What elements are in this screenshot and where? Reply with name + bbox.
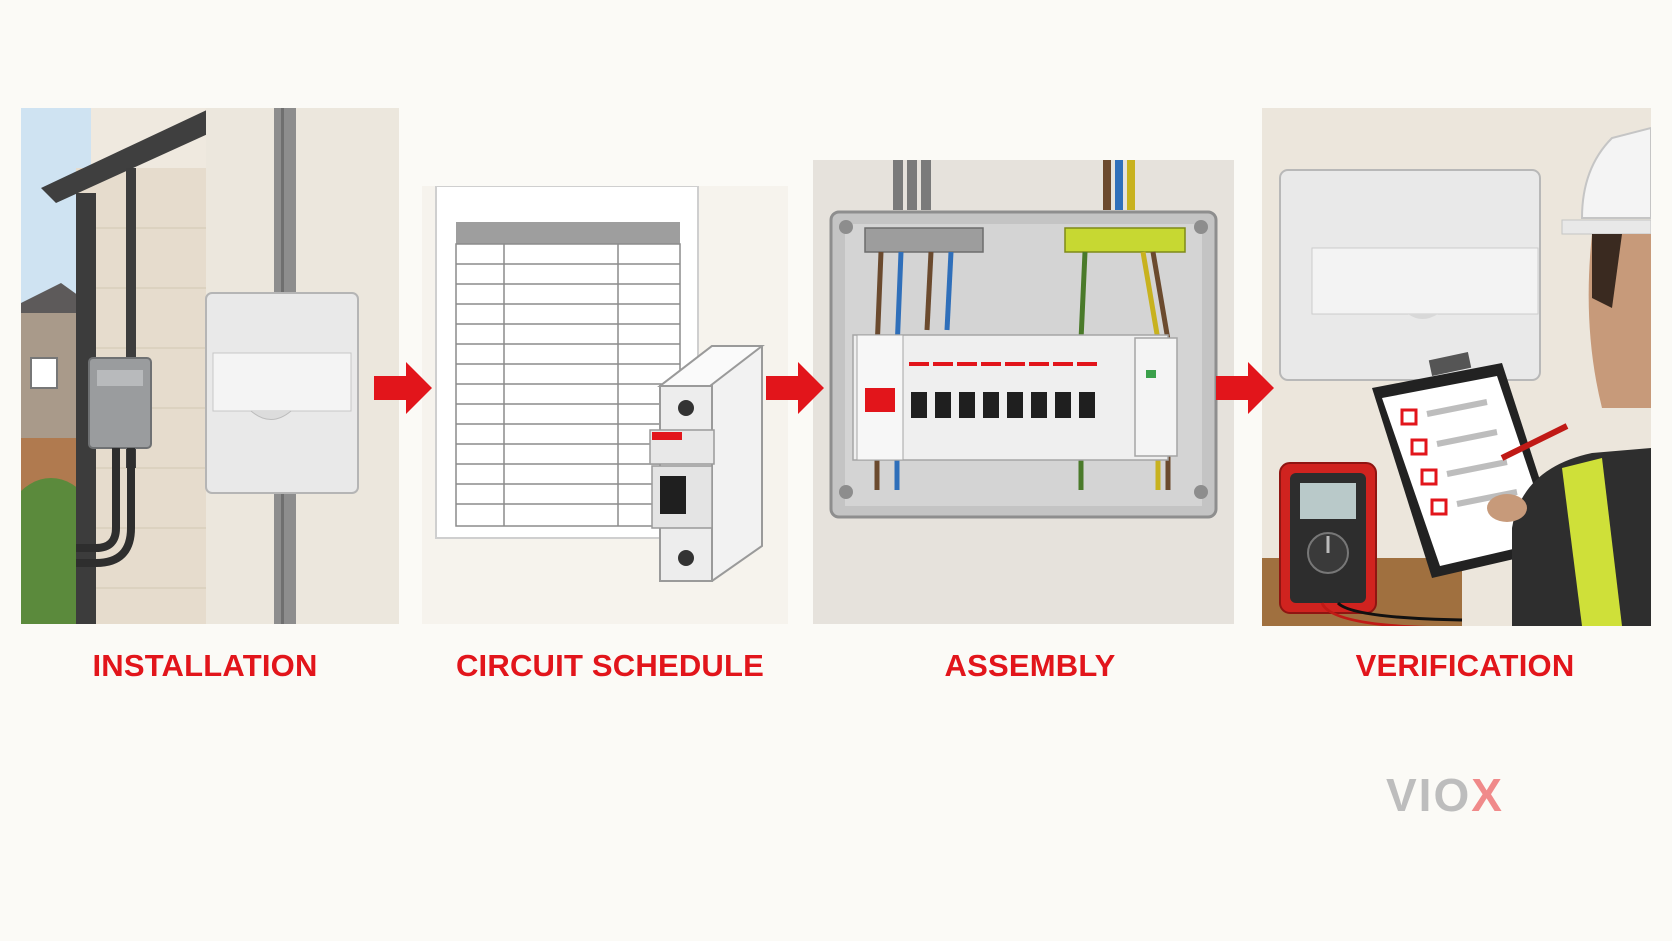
installation-illustration <box>21 108 399 624</box>
circuit-schedule-illustration <box>422 186 788 624</box>
step-label-assembly: ASSEMBLY <box>944 648 1116 683</box>
verification-illustration <box>1262 108 1651 626</box>
arrow-right-icon <box>766 360 826 416</box>
step-label-installation: INSTALLATION <box>92 648 318 683</box>
step-label-circuit-schedule: CIRCUIT SCHEDULE <box>455 648 765 683</box>
brand-logo-main: VIO <box>1386 769 1472 821</box>
multimeter-icon <box>1279 462 1463 626</box>
arrow-right-icon <box>374 360 434 416</box>
arrow-right-icon <box>1216 360 1276 416</box>
step-label-verification: VERIFICATION <box>1355 648 1575 683</box>
circuit-breaker-icon <box>649 345 765 582</box>
brand-logo: VIOX <box>1386 768 1504 822</box>
brand-logo-accent: X <box>1471 769 1504 821</box>
assembly-illustration <box>813 160 1234 624</box>
